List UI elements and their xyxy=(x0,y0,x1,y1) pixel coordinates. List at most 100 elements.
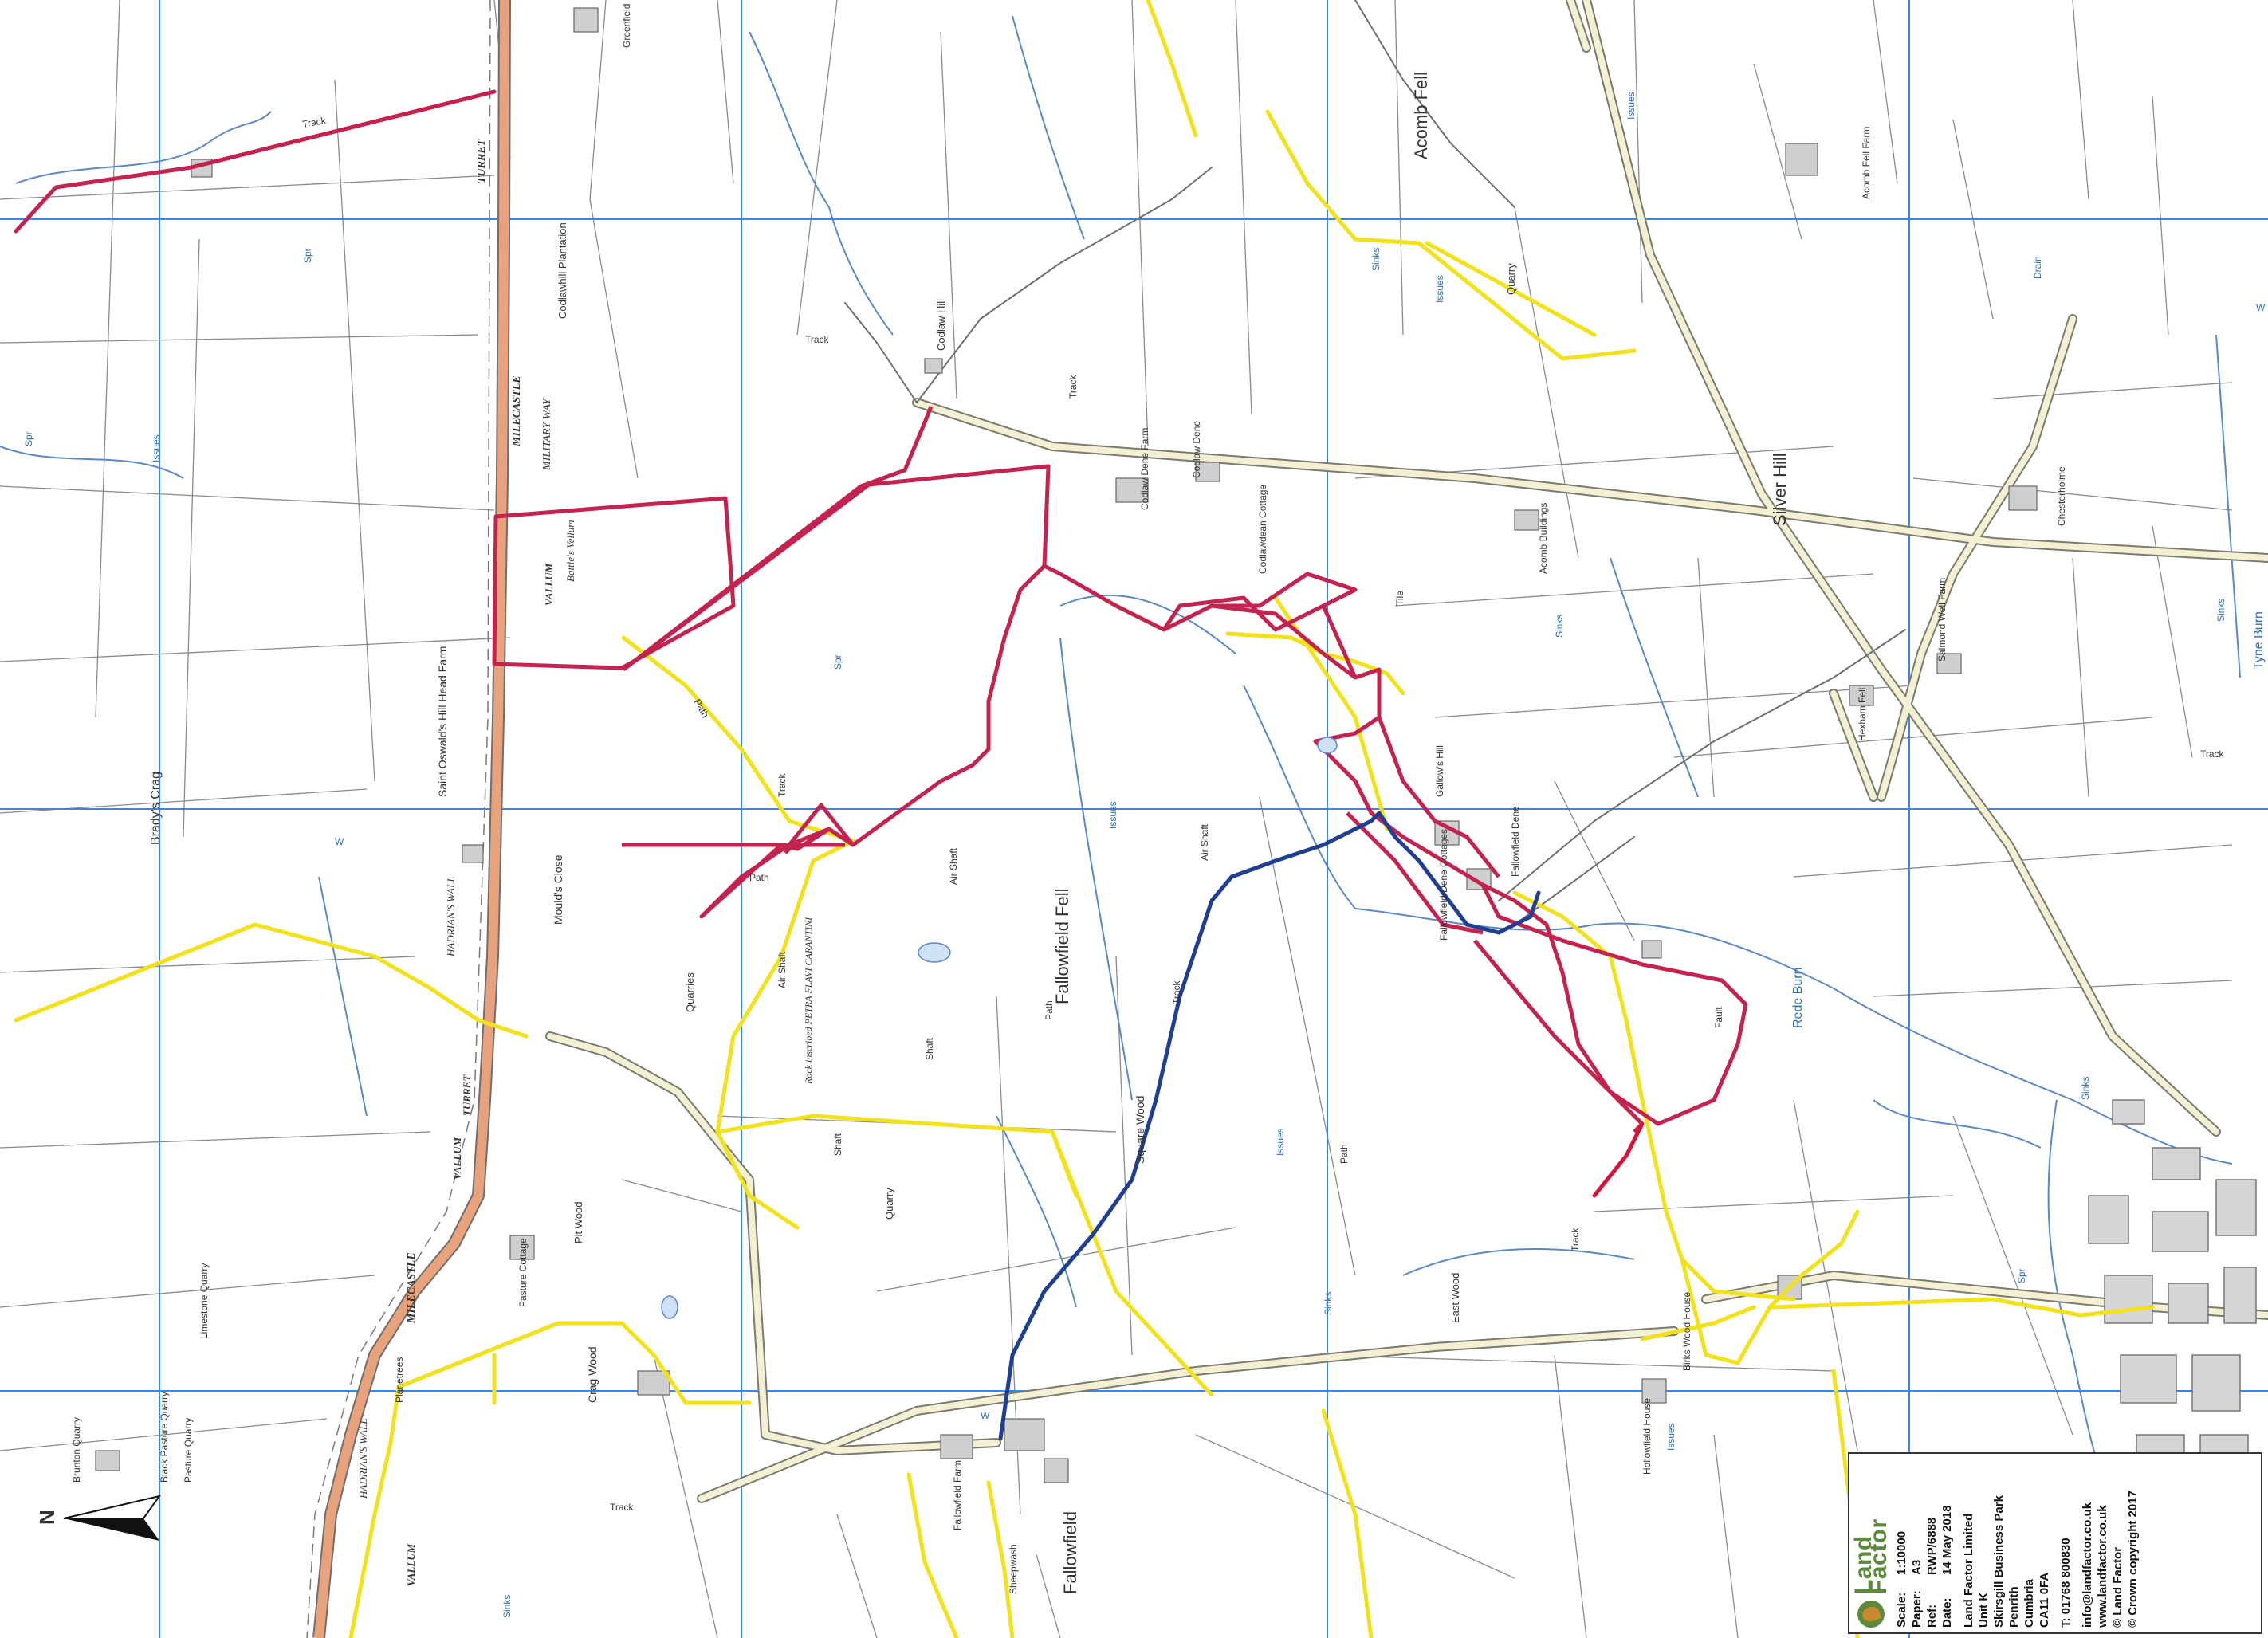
scale-value: 1:10000 xyxy=(1895,1530,1908,1575)
label-fallowfield-dene: Fallowfield Dene xyxy=(1510,806,1521,877)
label-spr-4: Spr xyxy=(23,431,34,446)
label-codlaw-hill: Codlaw Hill xyxy=(935,299,947,351)
label-shaft-2: Shaft xyxy=(832,1133,843,1156)
label-st-oswalds: Saint Oswald's Hill Head Farm xyxy=(436,646,449,797)
label-air-shaft-2: Air Shaft xyxy=(948,847,959,885)
land-factor-logo-icon xyxy=(1857,1601,1885,1628)
label-square-wood: Square Wood xyxy=(1134,1096,1146,1164)
label-spr-2: Spr xyxy=(832,654,843,670)
label-sinks-2: Sinks xyxy=(1554,615,1565,638)
label-planetrees: Planetrees xyxy=(394,1357,405,1403)
label-tyne-burn: Tyne Burn xyxy=(2252,611,2266,670)
label-w-3: W xyxy=(981,1410,990,1421)
date-label: Date: xyxy=(1940,1597,1954,1628)
label-track-2: Track xyxy=(805,334,830,345)
minor-labels: Track Track Track Track Track Track Trac… xyxy=(23,92,2266,1618)
label-vallum-3: VALLUM xyxy=(405,1543,417,1586)
label-fallowfield-fell: Fallowfield Fell xyxy=(1052,889,1072,1005)
label-track-3: Track xyxy=(1067,374,1079,399)
label-issues-4: Issues xyxy=(1665,1423,1676,1451)
copyright-line: © Crown copyright 2017 xyxy=(2126,1491,2140,1628)
label-acomb-fell: Acomb Fell xyxy=(1411,72,1431,159)
north-arrow-letter: N xyxy=(35,1510,59,1525)
label-milecastle-2: MILECASTLE xyxy=(406,1252,418,1324)
label-drain: Drain xyxy=(2032,256,2043,279)
buildings xyxy=(95,7,2038,1483)
label-track-5: Track xyxy=(1171,980,1182,1004)
date-value: 14 May 2018 xyxy=(1940,1505,1954,1575)
label-fallowfield-farm: Fallowfield Farm xyxy=(952,1460,963,1530)
label-hadrians-wall-1: HADRIAN'S WALL xyxy=(445,877,457,957)
ponds xyxy=(661,737,1338,1319)
ref-label: Ref: xyxy=(1925,1604,1939,1628)
email-link[interactable]: info@landfactor.co.uk xyxy=(2081,1502,2094,1628)
label-sinks-6: Sinks xyxy=(501,1595,513,1618)
scale-label: Scale: xyxy=(1895,1592,1908,1628)
label-spr-3: Spr xyxy=(2016,1268,2027,1283)
route-blue[interactable] xyxy=(998,811,1541,1441)
label-black-pasture-quarry: Black Pasture Quarry xyxy=(159,1392,170,1483)
label-quarry-1: Quarry xyxy=(1505,263,1517,295)
label-codlaw-dene: Codlaw Dene xyxy=(1191,421,1202,478)
label-vallum-2: VALLUM xyxy=(451,1137,463,1180)
label-codlaw-dene-farm: Codlaw Dene Farm xyxy=(1139,428,1150,510)
label-w-1: W xyxy=(335,836,344,847)
label-path-2: Path xyxy=(1044,1000,1055,1020)
website-link[interactable]: www.landfactor.co.uk xyxy=(2096,1505,2109,1628)
label-fallowfield: Fallowfield xyxy=(1060,1511,1080,1594)
streams xyxy=(0,15,2241,1595)
label-silver-hill: Silver Hill xyxy=(1770,453,1790,526)
label-vallum-1: VALLUM xyxy=(543,563,555,606)
label-birks-wood-house: Birks Wood House xyxy=(1681,1292,1692,1371)
label-turret-2: TURRET xyxy=(461,1074,473,1116)
ref-value: RWP/6888 xyxy=(1925,1517,1939,1575)
label-battles-vellum: Battle's Vellum xyxy=(564,520,576,582)
address-line: Cumbria xyxy=(2022,1579,2036,1628)
legend-title-block: Land Factor Scale: 1:10000 Paper: A3 Ref… xyxy=(1848,1452,2262,1634)
label-hexham-fell: Hexham Fell xyxy=(1857,688,1868,741)
historic-labels: TURRET TURRET MILECASTLE MILECASTLE MILI… xyxy=(357,138,576,1586)
label-issues-2: Issues xyxy=(1107,801,1118,829)
label-limestone-quarry: Limestone Quarry xyxy=(198,1263,210,1339)
label-hadrians-wall-2: HADRIAN'S WALL xyxy=(357,1419,369,1499)
copyright-line: © Land Factor xyxy=(2111,1546,2125,1628)
label-w-2: W xyxy=(2256,302,2266,313)
red-track-northwest[interactable] xyxy=(14,89,1645,1198)
yellow-boundary-lines[interactable] xyxy=(14,0,2155,1638)
label-bradys-crag: Brady's Crag xyxy=(149,772,163,845)
address-line: Skirsgill Business Park xyxy=(1992,1495,2006,1628)
phone: T: 01768 800830 xyxy=(2059,1538,2073,1628)
address-line: CA11 0FA xyxy=(2038,1572,2051,1628)
label-military-way: MILITARY WAY xyxy=(541,397,553,471)
label-issues-5: Issues xyxy=(1275,1128,1286,1156)
water-labels: Rede Burn Tyne Burn xyxy=(1791,611,2266,1028)
label-acomb-fell-farm: Acomb Fell Farm xyxy=(1861,127,1872,199)
roads xyxy=(545,0,2268,1503)
label-chesterholme: Chesterholme xyxy=(2056,466,2067,526)
label-path-1: Path xyxy=(749,872,769,883)
site-boundary-red[interactable] xyxy=(492,406,1748,1133)
label-hollowfield-house: Hollowfield House xyxy=(1641,1398,1653,1475)
contact: info@landfactor.co.uk www.landfactor.co.… xyxy=(2080,1462,2140,1628)
paper-value: A3 xyxy=(1910,1559,1924,1575)
label-east-wood: East Wood xyxy=(1449,1273,1461,1323)
label-pasture-quarry: Pasture Quarry xyxy=(183,1418,194,1483)
label-track-4: Track xyxy=(776,772,788,797)
label-sinks-3: Sinks xyxy=(1323,1292,1334,1315)
label-air-shaft-1: Air Shaft xyxy=(776,951,788,988)
label-sinks-1: Sinks xyxy=(1370,248,1382,271)
label-turret-1: TURRET xyxy=(476,138,488,183)
label-brunton-quarry: Brunton Quarry xyxy=(71,1417,82,1483)
address-line: Penrith xyxy=(2007,1586,2021,1628)
label-rede-burn: Rede Burn xyxy=(1791,968,1805,1029)
label-pit-wood: Pit Wood xyxy=(572,1201,584,1243)
label-track-8: Track xyxy=(2200,748,2225,760)
scale-row: Scale: 1:10000 xyxy=(1894,1462,1909,1628)
date-row: Date: 14 May 2018 xyxy=(1940,1462,1955,1628)
label-gallows-hill: Gallow's Hill xyxy=(1434,745,1445,797)
brand: Land Factor xyxy=(1850,1462,1892,1628)
label-tile: Tile xyxy=(1394,591,1405,606)
